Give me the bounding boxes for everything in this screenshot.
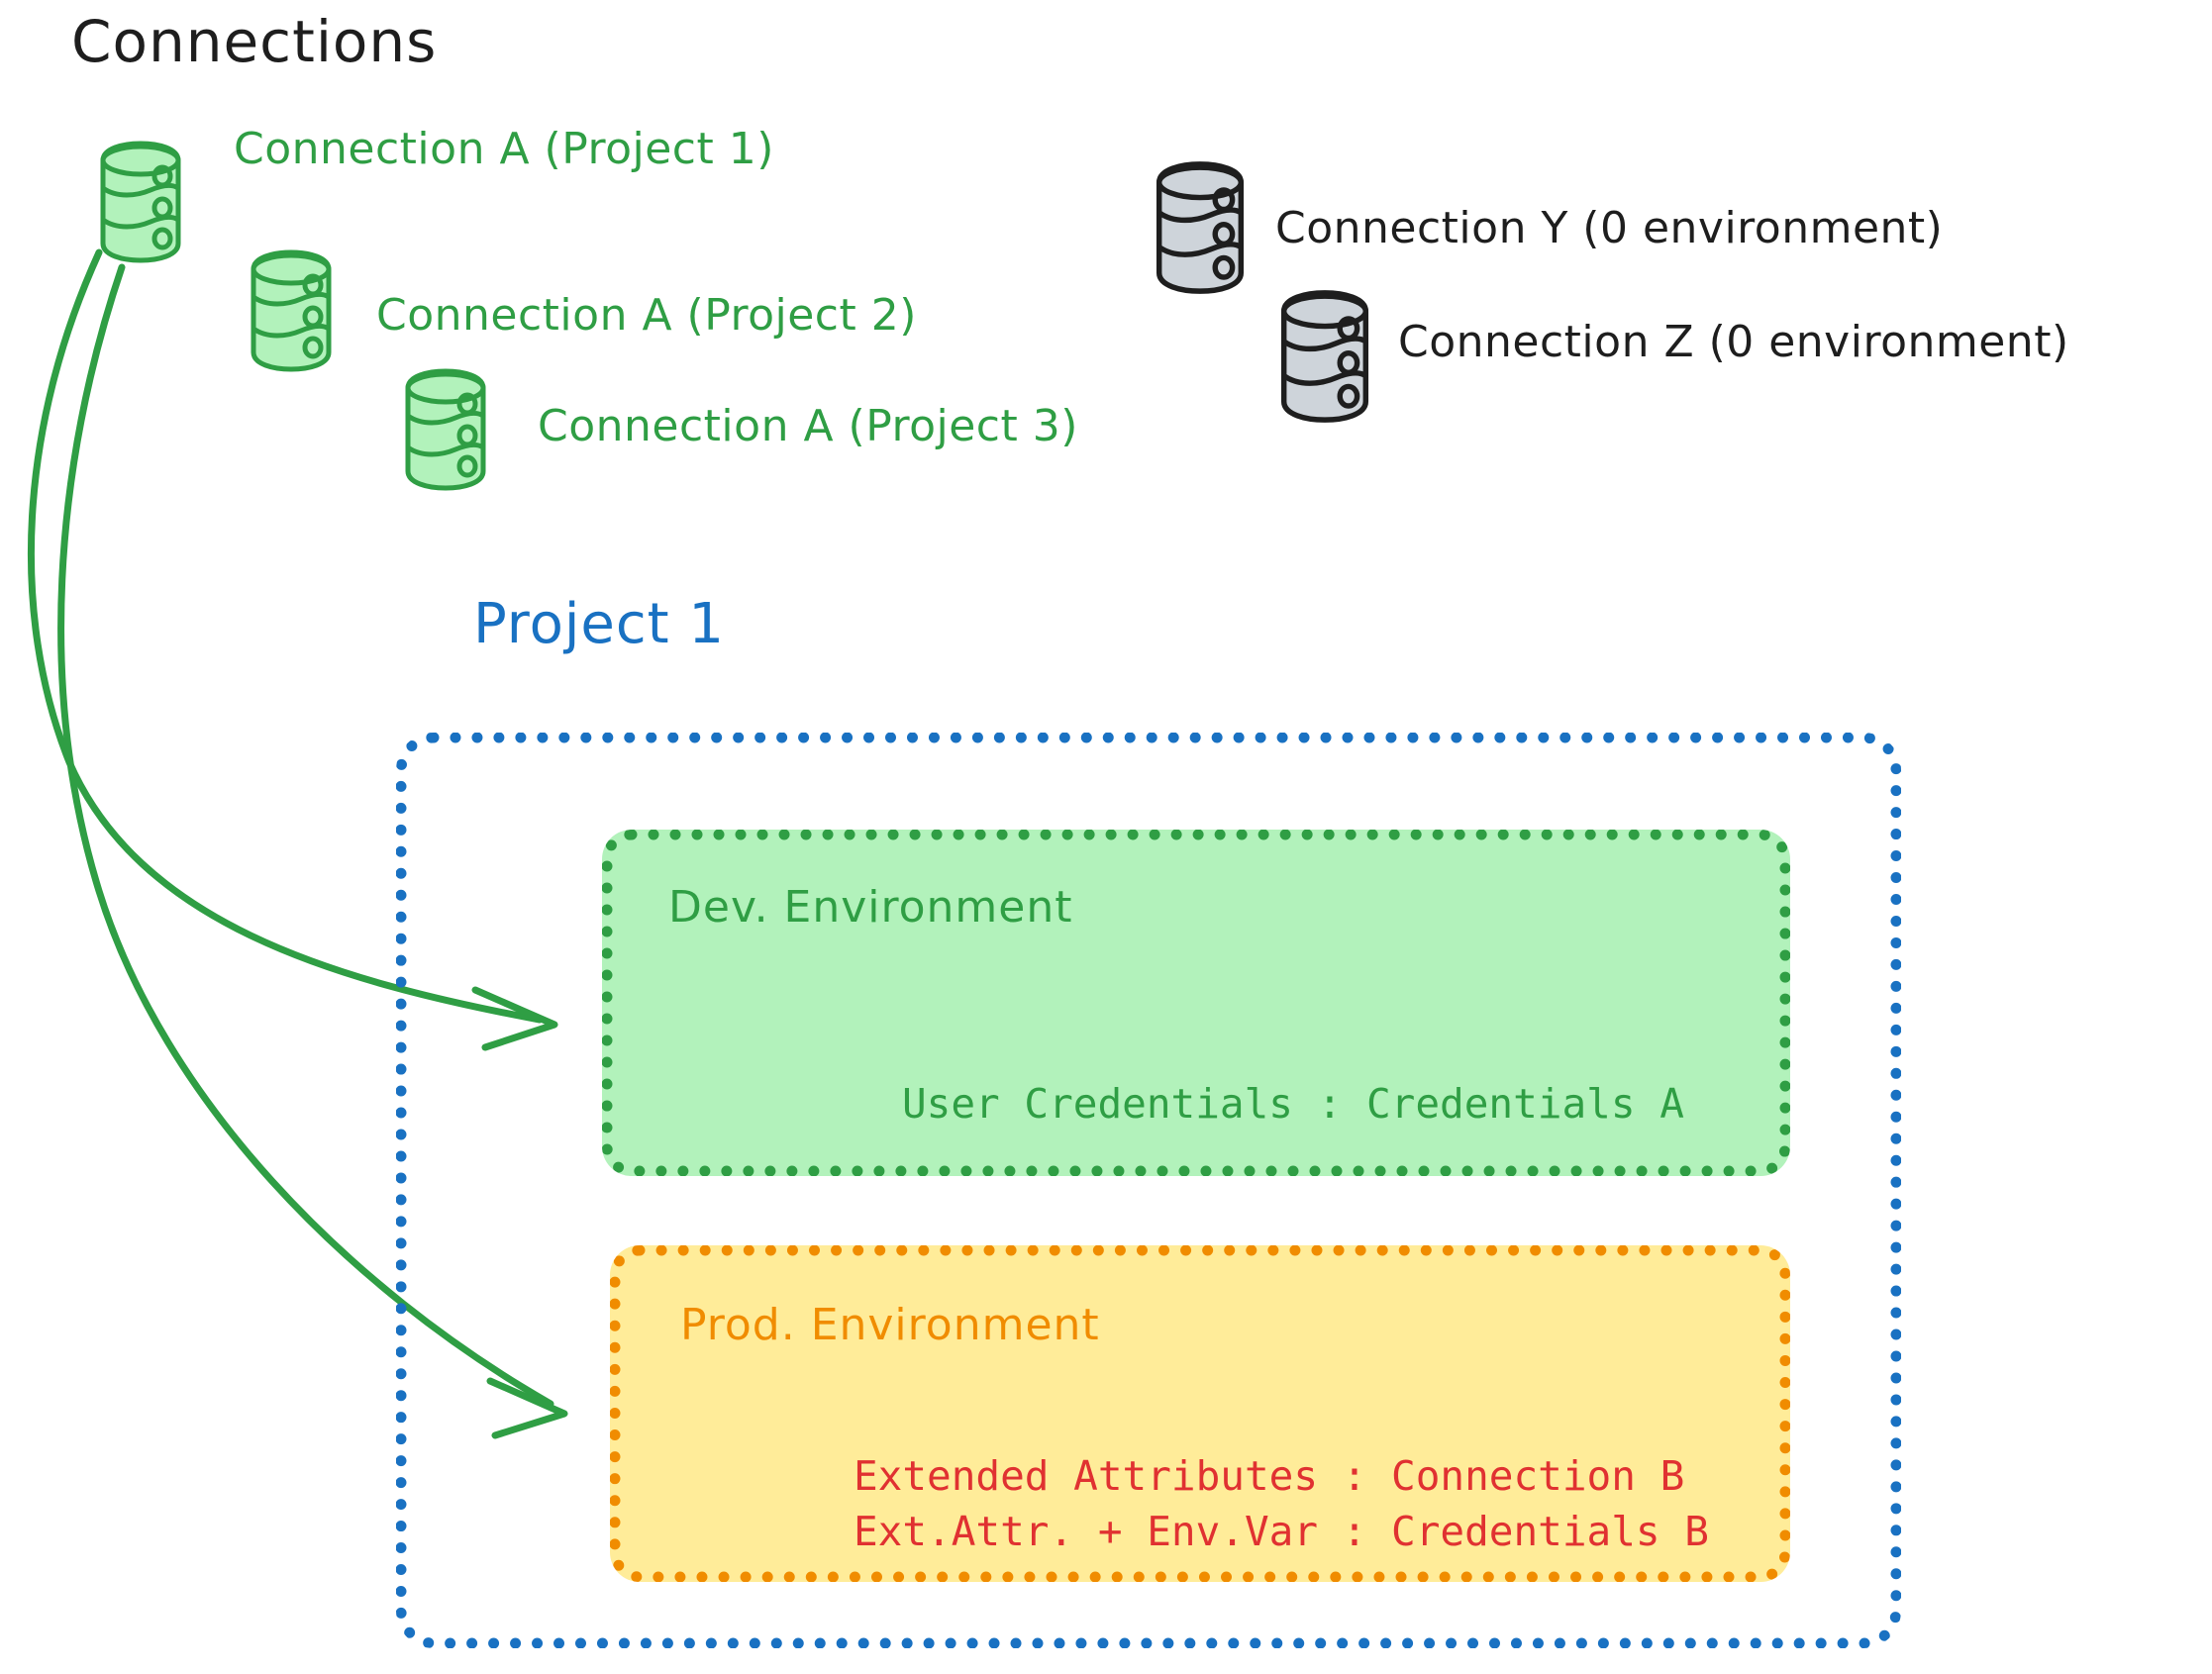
prod-environment-box: Prod. Environment Extended Attributes : … xyxy=(610,1245,1790,1582)
connection-label-z: Connection Z (0 environment) xyxy=(1398,317,2069,367)
project-1-container xyxy=(396,733,1901,1648)
connection-label-a-project-2: Connection A (Project 2) xyxy=(376,290,917,341)
project-title: Project 1 xyxy=(473,592,726,656)
prod-environment-env-var-line: Ext.Attr. + Env.Var : Credentials B xyxy=(854,1508,1709,1555)
arrow-conn-a-to-prod xyxy=(57,263,568,1439)
connection-label-a-project-3: Connection A (Project 3) xyxy=(538,401,1078,451)
database-icon-connection-z[interactable] xyxy=(1275,287,1374,426)
database-icon-connection-a-project-2[interactable] xyxy=(246,247,337,374)
connection-label-y: Connection Y (0 environment) xyxy=(1275,203,1944,253)
page-title: Connections xyxy=(71,8,438,75)
dev-environment-box: Dev. Environment User Credentials : Cred… xyxy=(602,830,1790,1176)
database-icon-connection-a-project-3[interactable] xyxy=(400,366,491,493)
dev-environment-title: Dev. Environment xyxy=(668,882,1073,933)
database-icon-connection-a-project-1[interactable] xyxy=(95,139,186,265)
prod-environment-extended-attributes-line: Extended Attributes : Connection B xyxy=(854,1452,1685,1500)
database-icon-connection-y[interactable] xyxy=(1151,158,1250,297)
prod-environment-title: Prod. Environment xyxy=(680,1300,1100,1350)
dev-environment-credentials-line: User Credentials : Credentials A xyxy=(902,1080,1684,1128)
connection-label-a-project-1: Connection A (Project 1) xyxy=(234,124,774,174)
